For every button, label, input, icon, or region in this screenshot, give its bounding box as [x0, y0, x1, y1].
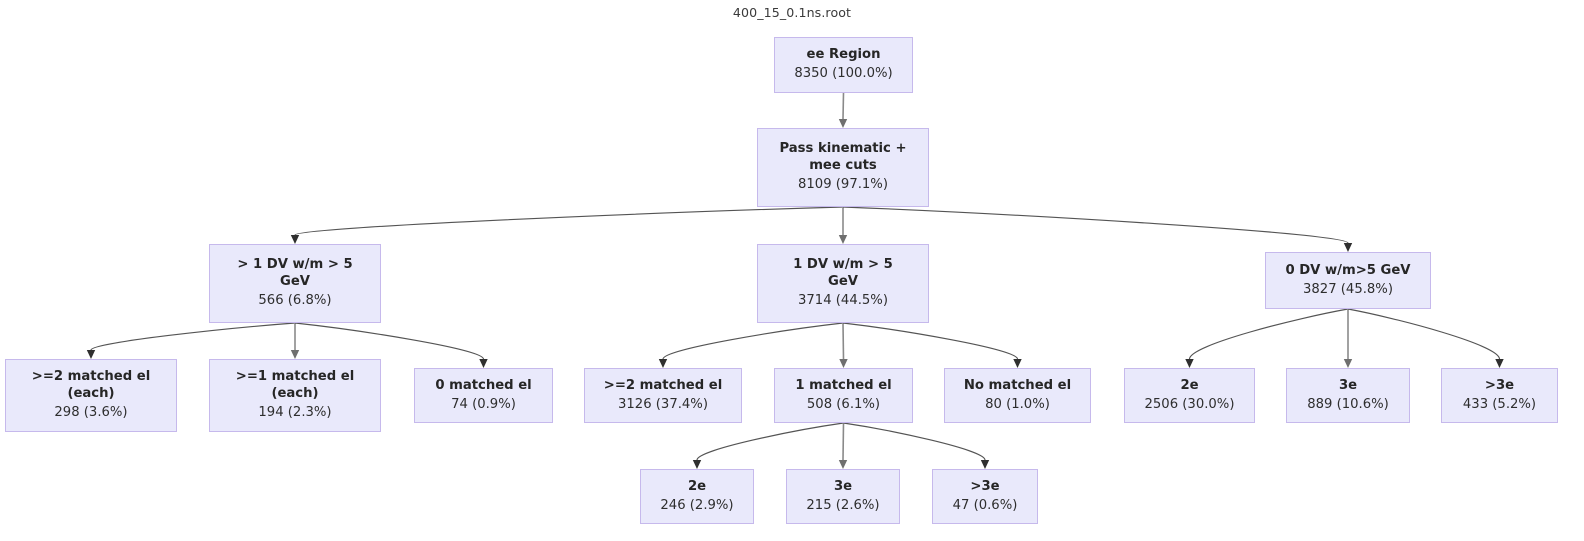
node-stat: 8109 (97.1%) — [798, 176, 888, 192]
edge-one_dv-to-one_match — [839, 322, 848, 368]
node-label: No matched el — [963, 377, 1072, 393]
node-m_3e[interactable]: 3e 215 (2.6%) — [786, 469, 900, 524]
arrow-head-icon — [1343, 359, 1353, 368]
edge-one_dv-to-no_match — [842, 322, 1022, 368]
node-label: > 1 DV w/m > 5 GeV — [237, 257, 353, 290]
node-z_2e[interactable]: 2e 2506 (30.0%) — [1124, 368, 1255, 423]
arrow-head-icon — [290, 350, 300, 359]
node-stat: 3714 (44.5%) — [798, 292, 888, 308]
edge-gt1dv-to-ge1_each — [290, 323, 300, 359]
node-label: 1 DV w/m > 5 GeV — [793, 257, 893, 290]
node-ge2_each[interactable]: >=2 matched el (each) 298 (3.6%) — [5, 359, 177, 432]
node-stat: 508 (6.1%) — [806, 396, 881, 412]
node-stat: 566 (6.8%) — [258, 292, 332, 308]
node-label: ee Region — [806, 47, 881, 63]
node-stat: 215 (2.6%) — [806, 497, 880, 513]
node-label: 3e — [833, 478, 853, 494]
node-stat: 74 (0.9%) — [451, 396, 516, 412]
node-one_dv[interactable]: 1 DV w/m > 5 GeV 3714 (44.5%) — [757, 244, 929, 323]
arrow-head-icon — [1013, 359, 1022, 368]
node-stat: 298 (3.6%) — [54, 404, 128, 420]
node-label: >=1 matched el (each) — [235, 369, 355, 402]
node-zero_match[interactable]: 0 matched el 74 (0.9%) — [414, 368, 553, 423]
node-zero_dv[interactable]: 0 DV w/m>5 GeV 3827 (45.8%) — [1265, 252, 1431, 309]
node-m_2e[interactable]: 2e 246 (2.9%) — [640, 469, 754, 524]
node-label: 0 DV w/m>5 GeV — [1285, 262, 1411, 278]
arrow-head-icon — [838, 460, 848, 469]
node-label: >3e — [970, 478, 1000, 494]
arrow-head-icon — [1185, 359, 1194, 368]
node-stat: 194 (2.3%) — [258, 404, 332, 420]
page-title: 400_15_0.1ns.root — [732, 5, 852, 20]
node-label: 0 matched el — [435, 377, 532, 393]
node-stat: 47 (0.6%) — [952, 497, 1018, 513]
arrow-head-icon — [838, 119, 848, 128]
node-stat: 433 (5.2%) — [1462, 396, 1537, 412]
edge-zero_dv-to-z_2e — [1185, 308, 1349, 368]
arrow-head-icon — [1343, 243, 1353, 252]
node-one_match[interactable]: 1 matched el 508 (6.1%) — [774, 368, 913, 423]
node-label: >3e — [1484, 377, 1515, 393]
arrow-head-icon — [290, 235, 300, 244]
edge-cuts-to-gt1dv — [290, 206, 844, 244]
node-label: >=2 matched el — [603, 377, 723, 393]
edge-one_dv-to-ge2_match — [658, 322, 844, 368]
node-ge2_match[interactable]: >=2 matched el 3126 (37.4%) — [584, 368, 742, 423]
node-stat: 3126 (37.4%) — [618, 396, 708, 412]
arrow-head-icon — [980, 460, 990, 469]
arrow-head-icon — [658, 359, 668, 368]
edge-zero_dv-to-z_3e — [1343, 309, 1353, 368]
edge-one_match-to-m_3e — [838, 422, 848, 469]
arrow-head-icon — [86, 350, 96, 359]
edge-gt1dv-to-ge2_each — [86, 322, 296, 359]
node-m_gt3e[interactable]: >3e 47 (0.6%) — [932, 469, 1038, 524]
arrow-head-icon — [839, 359, 848, 368]
node-stat: 80 (1.0%) — [985, 396, 1050, 412]
node-label: 1 matched el — [795, 377, 892, 393]
node-label: 3e — [1338, 377, 1358, 393]
arrow-head-icon — [1495, 359, 1504, 368]
node-label: 2e — [1180, 377, 1199, 393]
node-stat: 8350 (100.0%) — [794, 66, 893, 81]
edge-root-to-cuts — [838, 92, 848, 128]
node-stat: 3827 (45.8%) — [1303, 281, 1393, 297]
arrow-head-icon — [692, 460, 702, 469]
node-gt1dv[interactable]: > 1 DV w/m > 5 GeV 566 (6.8%) — [209, 244, 381, 323]
node-no_match[interactable]: No matched el 80 (1.0%) — [944, 368, 1091, 423]
node-ge1_each[interactable]: >=1 matched el (each) 194 (2.3%) — [209, 359, 381, 432]
edge-cuts-to-one_dv — [838, 207, 848, 244]
node-z_gt3e[interactable]: >3e 433 (5.2%) — [1441, 368, 1558, 423]
node-stat: 246 (2.9%) — [660, 497, 734, 513]
arrow-head-icon — [838, 235, 848, 244]
node-stat: 889 (10.6%) — [1307, 396, 1389, 412]
node-cuts[interactable]: Pass kinematic + mee cuts 8109 (97.1%) — [757, 128, 929, 207]
node-stat: 2506 (30.0%) — [1144, 396, 1235, 412]
node-label: >=2 matched el (each) — [31, 369, 151, 402]
node-label: Pass kinematic + mee cuts — [779, 141, 907, 174]
edge-one_match-to-m_gt3e — [843, 422, 990, 469]
edge-zero_dv-to-z_gt3e — [1347, 308, 1504, 368]
arrow-head-icon — [479, 359, 488, 368]
node-z_3e[interactable]: 3e 889 (10.6%) — [1286, 368, 1410, 423]
node-label: 2e — [687, 478, 707, 494]
edge-one_match-to-m_2e — [692, 422, 844, 469]
node-root[interactable]: ee Region 8350 (100.0%) — [774, 37, 913, 93]
